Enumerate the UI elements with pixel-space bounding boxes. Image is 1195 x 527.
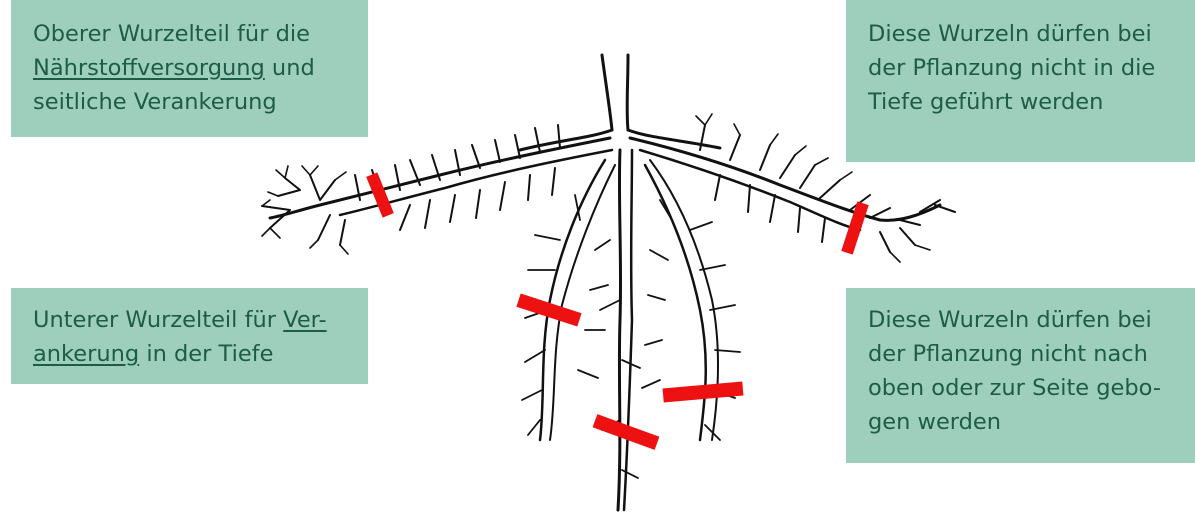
label-lower-root-line1: Unterer Wurzelteil für Ver-: [33, 303, 352, 337]
label-lower-root-line1-text: Unterer Wurzelteil für: [33, 307, 283, 333]
label-upper-warning: Diese Wurzeln dürfen bei der Pflanzung n…: [846, 0, 1195, 162]
cut-marker-lower-center: [593, 414, 660, 450]
label-lower-root-line2-rest: in der Tiefe: [139, 341, 273, 367]
underlined-term-naehrstoffversorgung: Nährstoffversorgung: [33, 55, 265, 81]
cut-marker-upper-left: [366, 172, 394, 217]
label-lower-warning-line2: der Pflanzung nicht nach: [868, 337, 1179, 371]
label-upper-root-line1: Oberer Wurzelteil für die: [33, 17, 352, 51]
label-lower-root-line2: ankerung in der Tiefe: [33, 337, 352, 371]
cut-marker-middle-left: [516, 293, 581, 326]
label-lower-root: Unterer Wurzelteil für Ver- ankerung in …: [11, 288, 368, 384]
cut-markers: [366, 172, 869, 450]
underlined-term-ankerung: ankerung: [33, 341, 139, 367]
label-upper-warning-line2: der Pflanzung nicht in die: [868, 51, 1179, 85]
label-upper-root-line2: Nährstoffversorgung und: [33, 51, 352, 85]
underlined-term-ver: Ver-: [283, 307, 326, 333]
label-upper-warning-line1: Diese Wurzeln dürfen bei: [868, 17, 1179, 51]
label-upper-root: Oberer Wurzelteil für die Nährstoffverso…: [11, 0, 368, 137]
label-upper-root-line2-rest: und: [265, 55, 315, 81]
label-upper-warning-line3: Tiefe geführt werden: [868, 85, 1179, 119]
label-upper-root-line3: seitliche Verankerung: [33, 85, 352, 119]
label-lower-warning: Diese Wurzeln dürfen bei der Pflanzung n…: [846, 288, 1195, 463]
label-lower-warning-line1: Diese Wurzeln dürfen bei: [868, 303, 1179, 337]
label-lower-warning-line3: oben oder zur Seite gebo-: [868, 371, 1179, 405]
cut-marker-lower-right: [663, 382, 744, 403]
label-lower-warning-line4: gen werden: [868, 405, 1179, 439]
